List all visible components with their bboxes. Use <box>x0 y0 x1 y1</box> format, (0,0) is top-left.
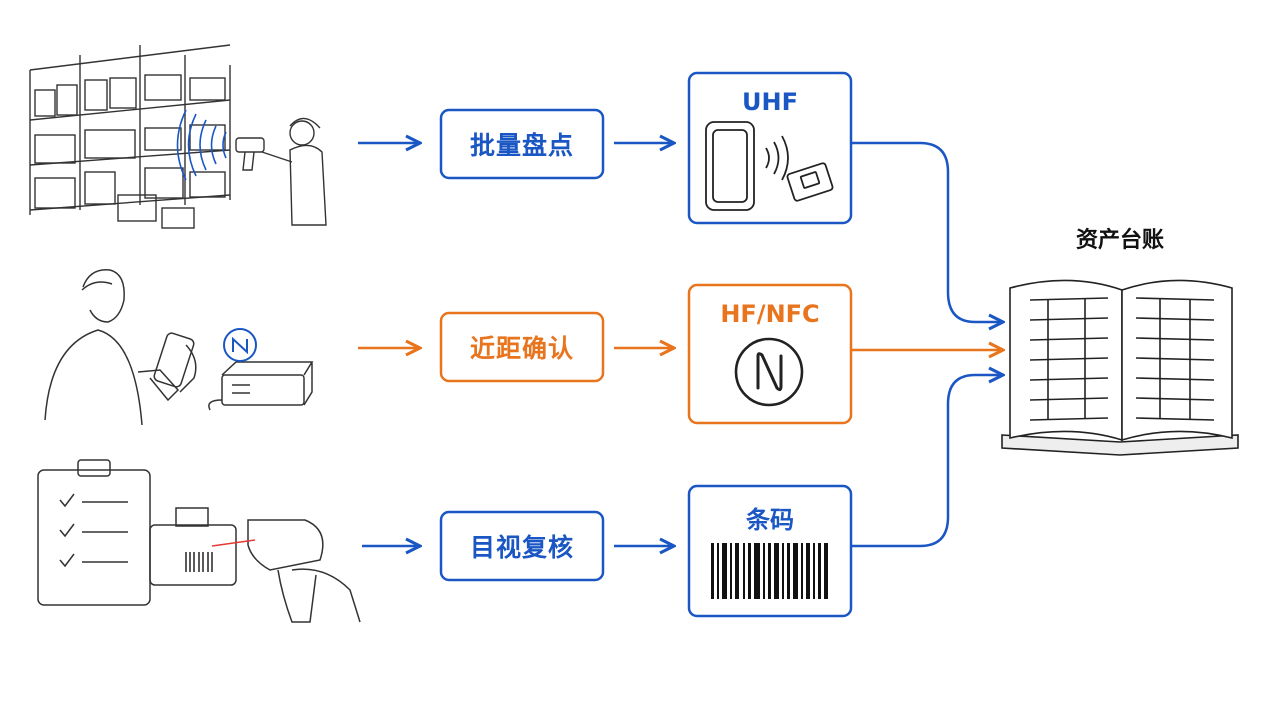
phone-nfc-tap-icon <box>44 269 314 426</box>
scan-laser <box>211 539 256 547</box>
nfc-badge-icon <box>223 328 257 362</box>
step-box-1 <box>439 108 605 180</box>
step-box-3 <box>439 510 605 582</box>
arrow-barcode-ledger <box>851 375 1003 548</box>
tech-title-nfc: HF/NFC <box>720 300 820 328</box>
arrow-uhf-ledger <box>851 141 1003 322</box>
uhf-wave-icon <box>176 109 227 181</box>
mini-barcode-icon <box>185 552 213 572</box>
step-label-close-confirm: 近距确认 <box>469 334 574 363</box>
ledger-title: 资产台账 <box>1075 228 1164 253</box>
tech-title-uhf: UHF <box>742 88 798 116</box>
tech-title-barcode: 条码 <box>746 506 794 534</box>
nfc-symbol-icon <box>734 337 804 407</box>
ledger-book-icon <box>1001 279 1239 456</box>
uhf-reader-tag-icon <box>705 121 834 211</box>
warehouse-uhf-scan-icon <box>29 44 327 229</box>
barcode-icon <box>711 543 828 599</box>
step-box-2 <box>439 311 605 383</box>
step-label-visual-review: 目视复核 <box>469 533 574 562</box>
clipboard-barcode-scan-icon <box>37 459 361 623</box>
step-label-batch-inventory: 批量盘点 <box>469 131 574 160</box>
